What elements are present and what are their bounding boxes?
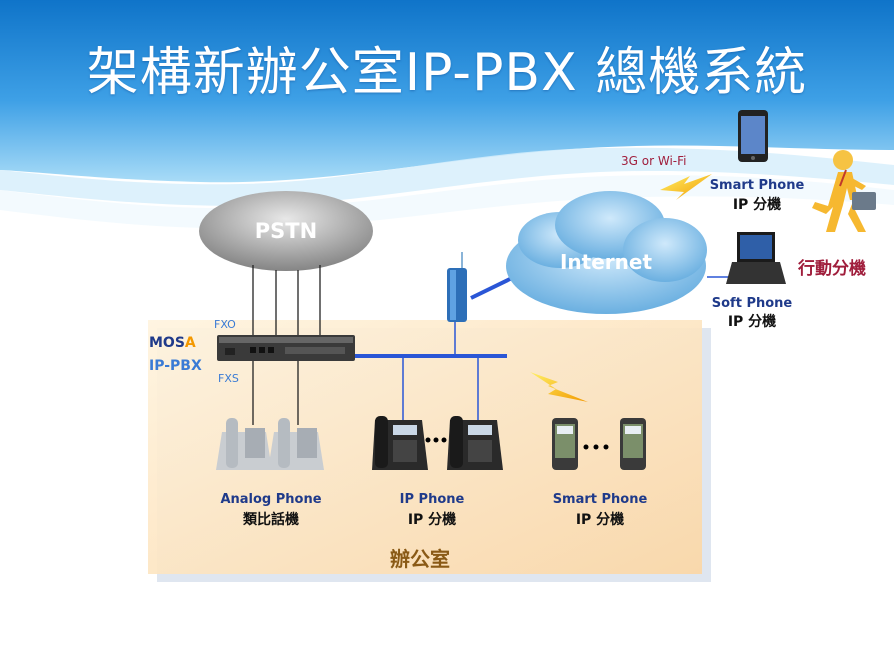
running-person-icon xyxy=(812,150,876,232)
pbx-brand-prefix: MOS xyxy=(149,335,185,351)
ip-phone-ext: IP 分機 xyxy=(407,512,457,528)
ip-phone-name: IP Phone xyxy=(399,492,465,507)
mobile-ext-label: 行動分機 xyxy=(798,259,866,279)
router-icon xyxy=(447,252,467,322)
office-label: 辦公室 xyxy=(390,547,450,571)
softphone-name: Soft Phone xyxy=(711,296,793,311)
office-wifi-bolt-icon xyxy=(530,372,588,402)
wireless-label: 3G or Wi-Fi xyxy=(621,154,687,168)
analog-phone-2-icon xyxy=(268,418,324,470)
ip-phone-2-icon xyxy=(447,416,503,470)
fxs-label: FXS xyxy=(218,372,239,385)
smartphone-remote-icon xyxy=(738,110,768,162)
pbx-model: IP-PBX xyxy=(149,358,202,374)
analog-phone-name: Analog Phone xyxy=(220,492,322,507)
pbx-brand-suffix: A xyxy=(184,335,196,351)
fxo-label: FXO xyxy=(214,318,236,331)
fxs-lines xyxy=(252,361,299,425)
remote-smartphone-name: Smart Phone xyxy=(709,178,805,193)
pbx-brand: MOSA xyxy=(149,335,196,351)
pstn-cloud xyxy=(199,191,373,271)
slide-title: 架構新辦公室IP-PBX 總機系統 xyxy=(86,43,808,103)
internet-cloud xyxy=(506,191,707,314)
analog-phone-1-icon xyxy=(216,418,272,470)
sky-band xyxy=(0,0,894,183)
internet-label: Internet xyxy=(559,250,653,274)
pstn-label: PSTN xyxy=(254,219,318,243)
softphone-ext: IP 分機 xyxy=(727,314,777,330)
smartphone-office-2-icon xyxy=(620,418,646,470)
smartphone-ellipsis xyxy=(583,444,609,450)
pstn-trunk-lines xyxy=(252,265,321,340)
remote-smartphone-ext: IP 分機 xyxy=(732,197,782,213)
wireless-bolt-icon xyxy=(660,174,712,200)
wave-highlight xyxy=(0,147,894,206)
analog-phone-ext: 類比話機 xyxy=(243,512,299,528)
ip-phone-1-icon xyxy=(372,416,428,470)
ip-pbx-device xyxy=(217,335,355,361)
wan-link xyxy=(470,276,513,300)
office-smartphone-ext: IP 分機 xyxy=(575,512,625,528)
smartphone-office-1-icon xyxy=(552,418,578,470)
office-smartphone-name: Smart Phone xyxy=(552,492,648,507)
ip-phone-ellipsis xyxy=(425,437,447,443)
laptop-icon xyxy=(726,232,786,284)
